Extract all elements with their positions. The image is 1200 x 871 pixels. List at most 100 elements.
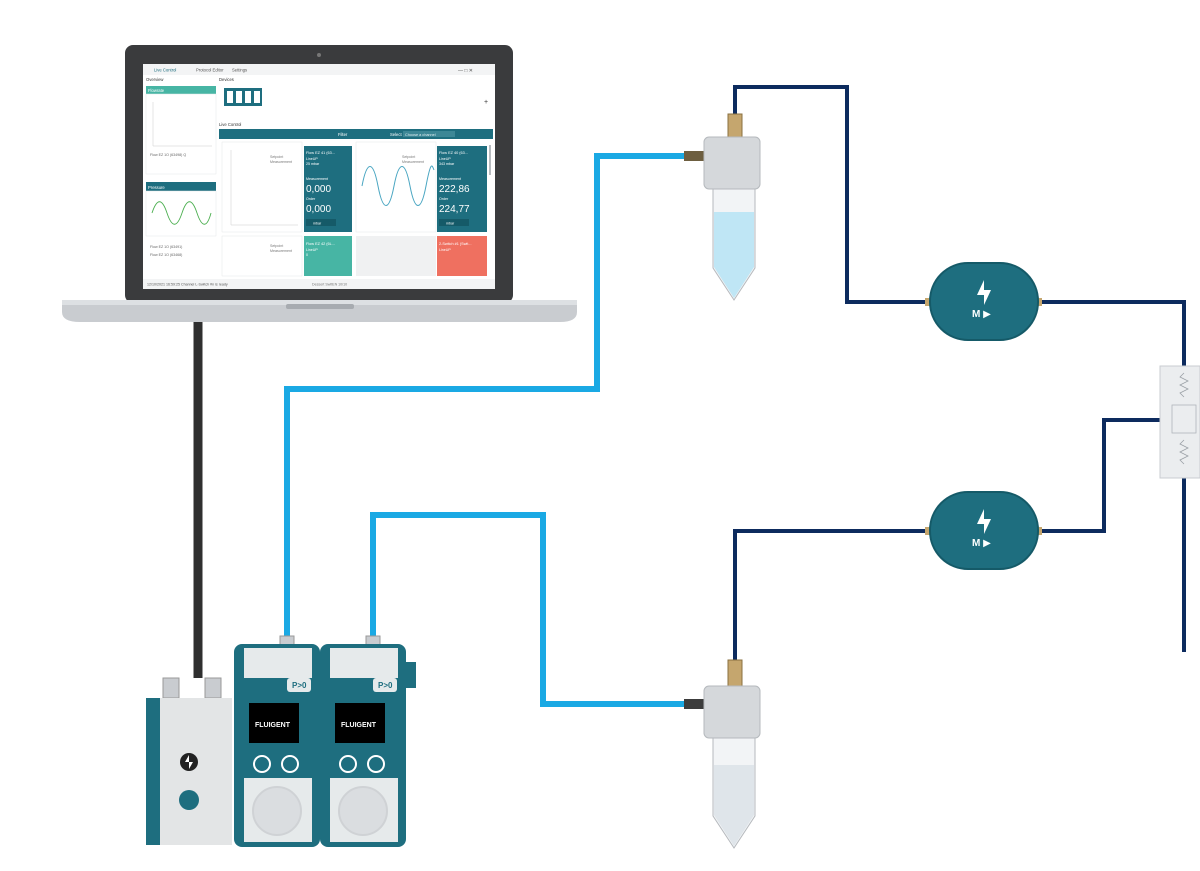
chart-2-legend-measurement: Measurement: [402, 160, 424, 164]
reservoir-top-cap: [703, 136, 761, 190]
laptop-hinge: [62, 300, 577, 305]
module-2-knob-right[interactable]: [367, 755, 385, 773]
pressure-sine: [151, 201, 212, 225]
scrollbar[interactable]: [489, 145, 491, 175]
chart-2-legend-setpoint: Setpoint: [402, 155, 415, 159]
card-3-title: Flow EZ 42 (6L...: [306, 242, 335, 246]
module-1-badge-text: P>0: [292, 681, 307, 690]
tab-live-control[interactable]: Live Control: [154, 68, 176, 73]
reservoir-bottom-liquid: [714, 765, 754, 846]
card-1-unit-box[interactable]: [306, 219, 336, 226]
link-connector-1: [162, 677, 180, 699]
card-1-order-label: 25 mbar: [306, 162, 320, 166]
chart-1: [221, 141, 303, 233]
status-bar: [143, 279, 495, 289]
device-thumbnail[interactable]: [224, 88, 262, 106]
module-1-top: [244, 648, 312, 678]
select-label: Select: [390, 132, 402, 137]
channel-card-3[interactable]: [304, 236, 352, 276]
power-button[interactable]: [179, 790, 199, 810]
link-connector-2: [204, 677, 222, 699]
module-1-dial: [252, 786, 302, 836]
light-tube-bottom: [370, 512, 690, 707]
channel-card-4[interactable]: [437, 236, 487, 276]
reservoir-bottom-side-port: [684, 699, 704, 709]
reservoir-top: [684, 113, 761, 301]
dark-tube-bottom-2: [1040, 418, 1170, 533]
reservoir-bottom-fitting: [727, 659, 743, 687]
card-3-mode: LineUP: [306, 248, 318, 252]
status-center: Dessert SwitEN 10/10: [312, 283, 347, 287]
laptop-notch: [286, 304, 354, 309]
card-2-unit-box[interactable]: [439, 219, 469, 226]
flow-unit-bottom-fan-icon: [977, 509, 991, 534]
status-text: 12/10/2021 16:59:25 Channel L-Switch #n …: [147, 283, 228, 287]
card-2-unit: mbar: [446, 222, 455, 226]
tab-settings[interactable]: Settings: [232, 68, 247, 73]
module-2-display: [335, 703, 385, 743]
reservoir-bottom-cap: [703, 685, 761, 739]
laptop-base: [62, 300, 577, 322]
module-1-display: [249, 703, 299, 743]
pressure-legend-1: Flow EZ 1O (63491): [150, 245, 182, 249]
link-module: [146, 677, 232, 845]
laptop: Live Control Protocol Editor Settings — …: [62, 45, 577, 322]
chart-3-legend-measurement: Measurement: [270, 249, 292, 253]
channel-card-2[interactable]: [437, 146, 487, 232]
live-control-toolbar: [219, 129, 493, 139]
tab-protocol-editor[interactable]: Protocol Editor: [196, 68, 224, 73]
flowrate-panel-header: [146, 86, 216, 94]
title-bar: [143, 64, 495, 75]
link-body: [146, 698, 232, 845]
add-device-icon[interactable]: +: [484, 99, 488, 106]
reservoir-top-fitting: [727, 113, 743, 139]
module-2-side-tab: [403, 662, 416, 688]
window-controls[interactable]: — □ ✕: [458, 68, 473, 74]
chart-3: [221, 235, 303, 277]
app-window: Live Control Protocol Editor Settings — …: [143, 64, 495, 289]
card-1-title: Flow EZ 41 (63...: [306, 151, 335, 155]
module-1-knob-left[interactable]: [253, 755, 271, 773]
dark-tube-bottom-1: [733, 529, 928, 665]
pressure-legend-2: Flow EZ 1O (63468): [150, 253, 182, 257]
flowrate-panel: [145, 93, 217, 175]
module-1-knob-right[interactable]: [281, 755, 299, 773]
overview-flow-legend: Flow EZ 1O (63498) Q: [150, 153, 186, 157]
card-1-meas-value: 0,000: [306, 184, 331, 195]
flow-unit-top-fan-icon: [977, 280, 991, 305]
module-2-top: [330, 648, 398, 678]
card-3-extra: 0: [306, 253, 308, 257]
card-4-mode: LineUP: [439, 248, 451, 252]
light-tube-top: [284, 153, 690, 640]
laptop-camera: [317, 53, 321, 57]
chart-1-legend-setpoint: Setpoint: [270, 155, 283, 159]
chip-body: [1159, 365, 1200, 479]
chart-3-legend-setpoint: Setpoint: [270, 244, 283, 248]
flow-unit-bottom: M ▶: [925, 491, 1042, 570]
module-2-knob-left[interactable]: [339, 755, 357, 773]
chart-1-legend-measurement: Measurement: [270, 160, 292, 164]
chip-chamber: [1171, 404, 1197, 434]
channel-card-1[interactable]: [304, 146, 352, 232]
channel-select[interactable]: [403, 131, 455, 137]
card-2-mode: LineUP: [439, 157, 451, 161]
card-1-order-text: Order: [306, 197, 316, 201]
dark-tube-top-1: [733, 85, 928, 304]
chart-2: [355, 141, 437, 233]
devices-heading: Devices: [219, 77, 234, 82]
card-2-title: Flow EZ 40 (63...: [439, 151, 468, 155]
reservoir-bottom: [684, 659, 761, 849]
reservoir-top-side-port: [684, 151, 704, 161]
empty-slot: [356, 236, 436, 276]
card-2-order-label: 343 mbar: [439, 162, 455, 166]
filter-label: Filter: [338, 132, 348, 137]
module-1-brand: FLUIGENT: [255, 722, 291, 729]
module-2-badge: [373, 678, 397, 692]
chip-channel-upper: [1179, 372, 1189, 398]
fluigent-logo-icon: [180, 753, 198, 771]
channel-select-placeholder: Choose a channel: [405, 133, 436, 137]
flowrate-panel-title: Flowrate: [148, 88, 165, 93]
tubing: [193, 85, 1186, 707]
card-1-unit: mbar: [313, 222, 322, 226]
